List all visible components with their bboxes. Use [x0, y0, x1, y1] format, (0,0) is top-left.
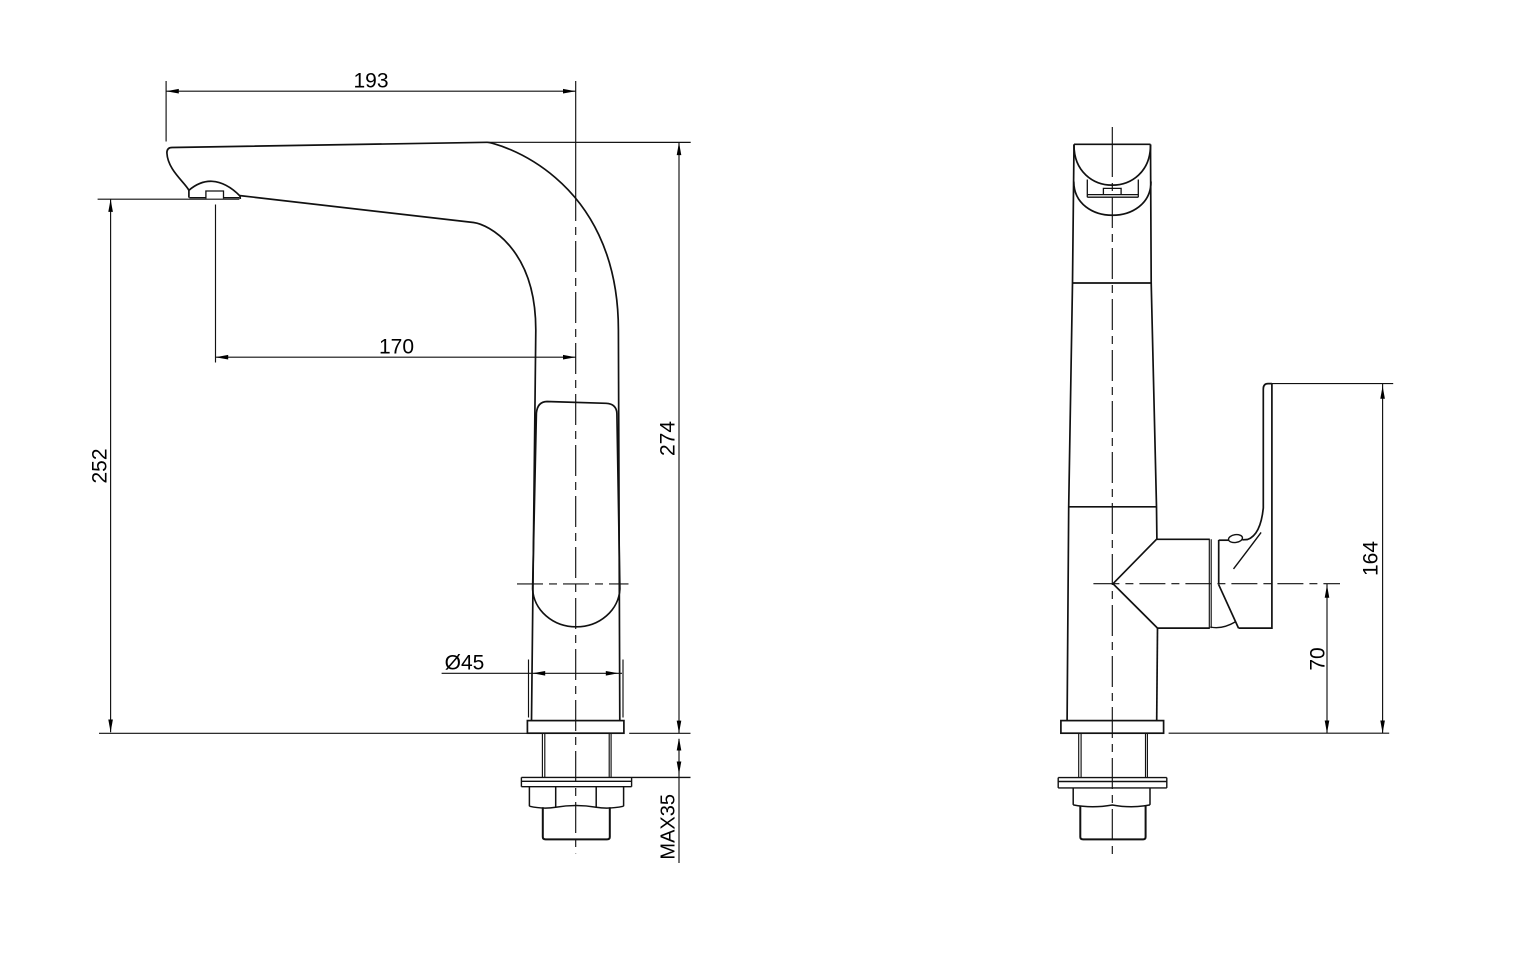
- svg-text:MAX35: MAX35: [658, 794, 680, 860]
- svg-text:Ø45: Ø45: [445, 652, 485, 675]
- svg-text:252: 252: [89, 448, 112, 483]
- svg-text:193: 193: [353, 70, 388, 93]
- svg-text:274: 274: [657, 421, 680, 456]
- svg-text:164: 164: [1360, 541, 1383, 576]
- svg-text:170: 170: [379, 336, 414, 359]
- svg-text:70: 70: [1307, 647, 1330, 670]
